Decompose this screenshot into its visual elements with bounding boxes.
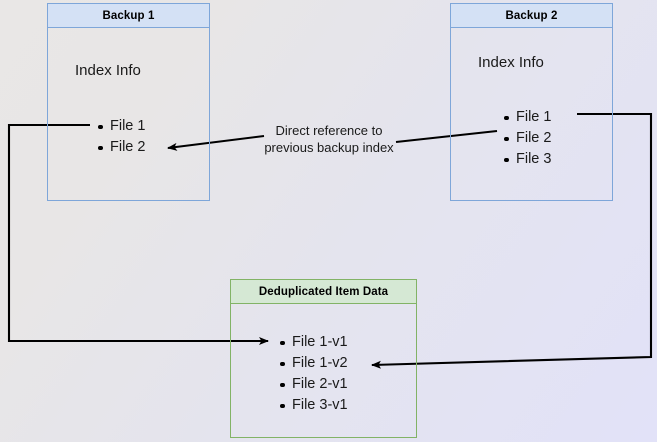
node-backup-1[interactable]: Backup 1 Index Info File 1 File 2: [47, 3, 210, 201]
edge-label-direct-reference: Direct reference to previous backup inde…: [264, 123, 394, 155]
backup-2-index-info-label: Index Info: [478, 54, 544, 71]
node-backup-1-header: Backup 1: [48, 4, 209, 28]
dedup-file-list: File 1-v1 File 1-v2 File 2-v1 File 3-v1: [276, 332, 348, 416]
node-backup-2-header: Backup 2: [451, 4, 612, 28]
list-item: File 3-v1: [280, 395, 348, 416]
list-item: File 2-v1: [280, 374, 348, 395]
list-item: File 2: [503, 128, 551, 149]
backup-1-index-info-label: Index Info: [75, 62, 141, 79]
backup-2-file-list: File 1 File 2 File 3: [500, 107, 551, 170]
list-item: File 1-v1: [280, 332, 348, 353]
node-deduplicated-item-data[interactable]: Deduplicated Item Data File 1-v1 File 1-…: [230, 279, 417, 438]
list-item: File 1: [97, 116, 145, 137]
list-item: File 2: [97, 137, 145, 158]
node-backup-2[interactable]: Backup 2 Index Info File 1 File 2 File 3: [450, 3, 613, 201]
list-item: File 1-v2: [280, 353, 348, 374]
backup-1-file-list: File 1 File 2: [94, 116, 145, 158]
list-item: File 3: [503, 149, 551, 170]
node-dedup-header: Deduplicated Item Data: [231, 280, 416, 304]
list-item: File 1: [503, 107, 551, 128]
